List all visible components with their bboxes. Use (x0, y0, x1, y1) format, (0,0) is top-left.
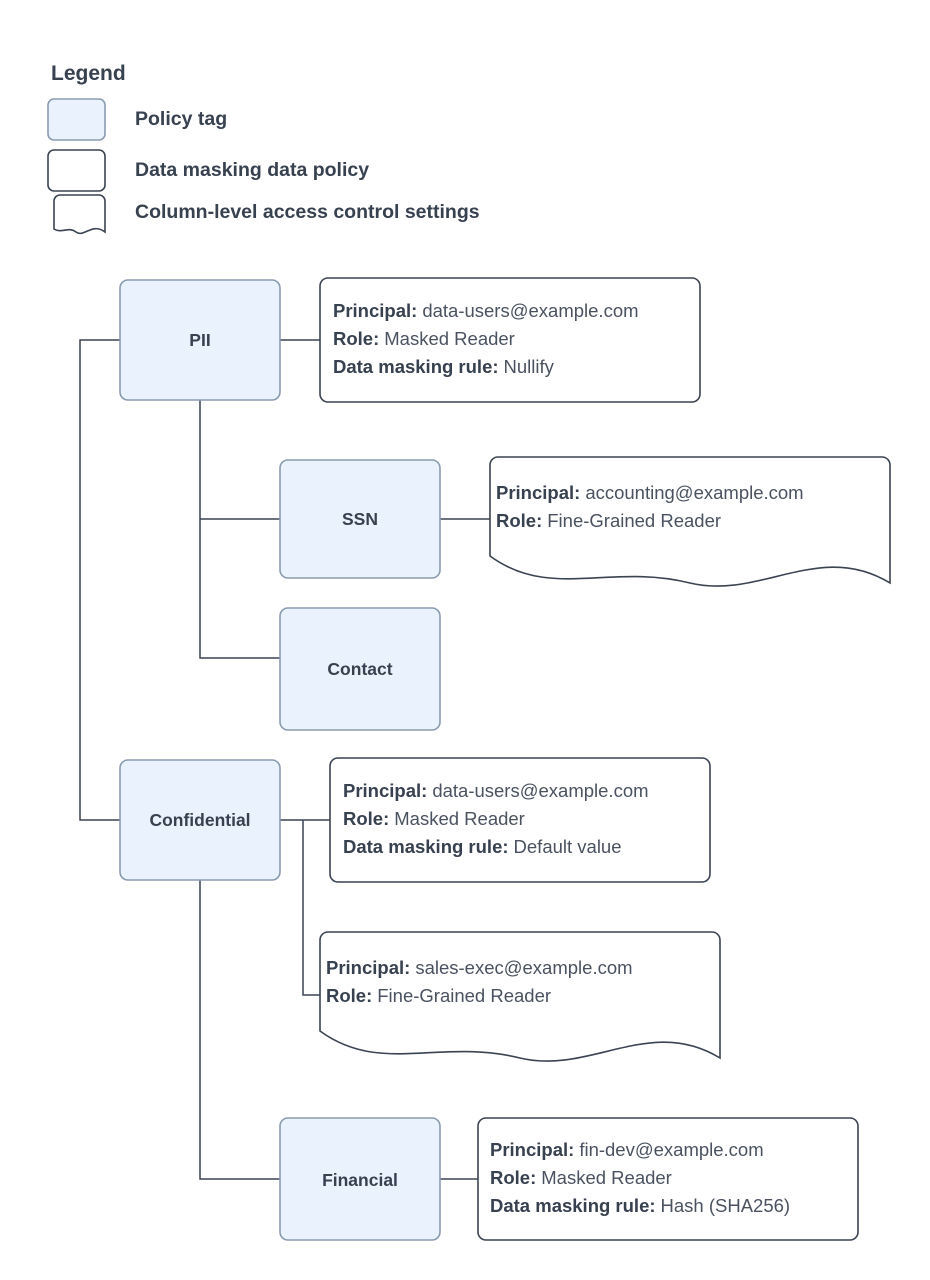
policy-box-ssn-shape[interactable] (489, 456, 891, 587)
policy-box-confidential-acl-shape[interactable] (319, 931, 721, 1062)
policy-line-financial-1: Role:Masked Reader (490, 1167, 672, 1188)
connector-confidential-to-financial (199, 880, 280, 1180)
tag-label-contact: Contact (327, 659, 392, 679)
tag-node-confidential[interactable]: Confidential (119, 759, 281, 881)
connector-confidential-to-acl (302, 820, 320, 996)
tag-node-contact[interactable]: Contact (279, 607, 441, 731)
tag-box-confidential[interactable] (119, 759, 281, 881)
policy-box-financial-shape[interactable] (477, 1117, 859, 1241)
policy-box-pii-shape[interactable] (319, 277, 701, 403)
legend-label-data-masking-policy: Data masking data policy (135, 159, 369, 181)
policy-box-pii[interactable]: Principal:data-users@example.com Role:Ma… (319, 277, 701, 403)
tag-box-ssn[interactable] (279, 459, 441, 579)
legend-label-policy-tag: Policy tag (135, 108, 227, 130)
tag-node-financial[interactable]: Financial (279, 1117, 441, 1241)
policy-line-confidential-acl-1: Role:Fine-Grained Reader (326, 985, 551, 1006)
legend-swatch-column-access-control (53, 194, 106, 235)
policy-line-financial-0: Principal:fin-dev@example.com (490, 1139, 764, 1160)
tag-node-ssn[interactable]: SSN (279, 459, 441, 579)
policy-line-confidential-acl-0: Principal:sales-exec@example.com (326, 957, 633, 978)
policy-box-confidential-acl[interactable]: Principal:sales-exec@example.com Role:Fi… (319, 931, 721, 1062)
legend: Legend Policy tag Data masking data poli… (47, 62, 480, 235)
tag-label-pii: PII (189, 330, 210, 350)
tag-box-pii[interactable] (119, 279, 281, 401)
policy-box-ssn[interactable]: Principal:accounting@example.com Role:Fi… (489, 456, 891, 587)
policy-line-ssn-1: Role:Fine-Grained Reader (496, 510, 721, 531)
connector-pii-to-contact (199, 400, 280, 659)
tag-label-confidential: Confidential (149, 810, 250, 830)
legend-title: Legend (51, 62, 126, 85)
policy-line-financial-2: Data masking rule:Hash (SHA256) (490, 1195, 790, 1216)
tag-box-contact[interactable] (279, 607, 441, 731)
legend-label-column-access-control: Column-level access control settings (135, 201, 480, 223)
tag-label-financial: Financial (322, 1170, 398, 1190)
policy-box-financial[interactable]: Principal:fin-dev@example.com Role:Maske… (477, 1117, 859, 1241)
policy-line-confidential-1: Role:Masked Reader (343, 808, 525, 829)
connector-trunk-pii-confidential (79, 339, 120, 821)
legend-swatch-data-masking-policy (47, 149, 106, 192)
policy-line-pii-1: Role:Masked Reader (333, 328, 515, 349)
tag-box-financial[interactable] (279, 1117, 441, 1241)
policy-box-confidential-shape[interactable] (329, 757, 711, 883)
policy-line-ssn-0: Principal:accounting@example.com (496, 482, 804, 503)
tag-label-ssn: SSN (342, 509, 378, 529)
policy-line-pii-0: Principal:data-users@example.com (333, 300, 639, 321)
policy-box-confidential[interactable]: Principal:data-users@example.com Role:Ma… (329, 757, 711, 883)
connector-lines (79, 339, 490, 1180)
policy-line-confidential-2: Data masking rule:Default value (343, 836, 622, 857)
policy-line-confidential-0: Principal:data-users@example.com (343, 780, 649, 801)
tag-node-pii[interactable]: PII (119, 279, 281, 401)
legend-swatch-policy-tag (47, 98, 106, 141)
policy-line-pii-2: Data masking rule:Nullify (333, 356, 555, 377)
